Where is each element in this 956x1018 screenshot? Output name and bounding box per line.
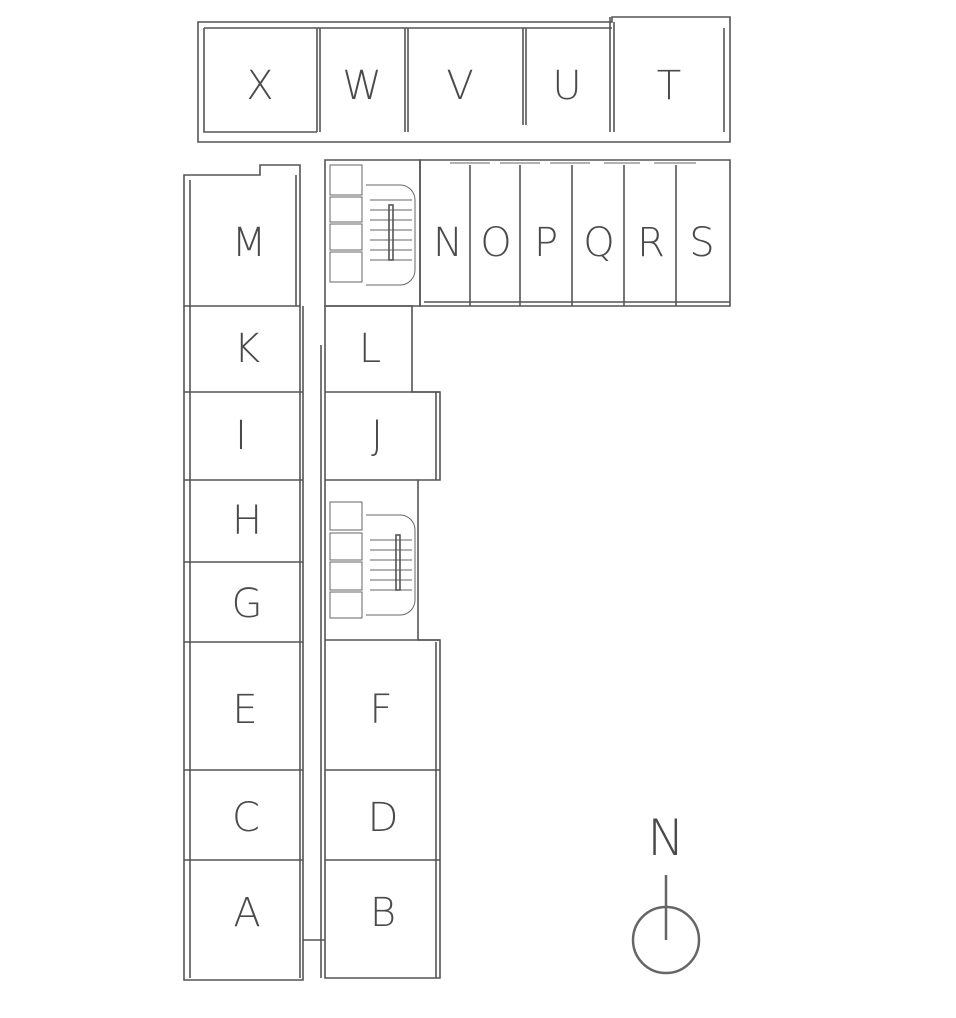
room-label-g[interactable]: G [232,581,263,627]
room-label-l[interactable]: L [359,326,381,372]
room-dividers [184,17,725,978]
room-label-k[interactable]: K [234,326,260,372]
stairwell-south [329,501,416,619]
building-outline [183,16,731,981]
room-label-j[interactable]: J [371,413,383,459]
compass-label: N [647,809,684,867]
room-label-s[interactable]: S [689,220,714,266]
room-label-d[interactable]: D [368,795,399,841]
room-label-n[interactable]: N [433,220,463,266]
room-label-a[interactable]: A [233,890,260,936]
room-label-t[interactable]: T [657,63,681,109]
room-label-f[interactable]: F [369,687,392,733]
room-label-p[interactable]: P [534,220,558,266]
room-label-b[interactable]: B [370,890,396,936]
room-label-r[interactable]: R [637,220,665,266]
room-label-x[interactable]: X [246,63,273,109]
room-label-h[interactable]: H [232,498,262,544]
room-label-i[interactable]: I [235,413,247,459]
room-label-m[interactable]: M [232,220,267,266]
room-label-v[interactable]: V [446,63,473,109]
room-label-w[interactable]: W [342,63,382,109]
room-label-e[interactable]: E [232,687,257,733]
room-label-u[interactable]: U [552,63,581,109]
room-label-o[interactable]: O [480,220,511,266]
room-label-q[interactable]: Q [583,220,614,266]
north-compass: N [631,809,701,975]
stairwell-north [329,164,416,286]
room-label-c[interactable]: C [232,795,260,841]
